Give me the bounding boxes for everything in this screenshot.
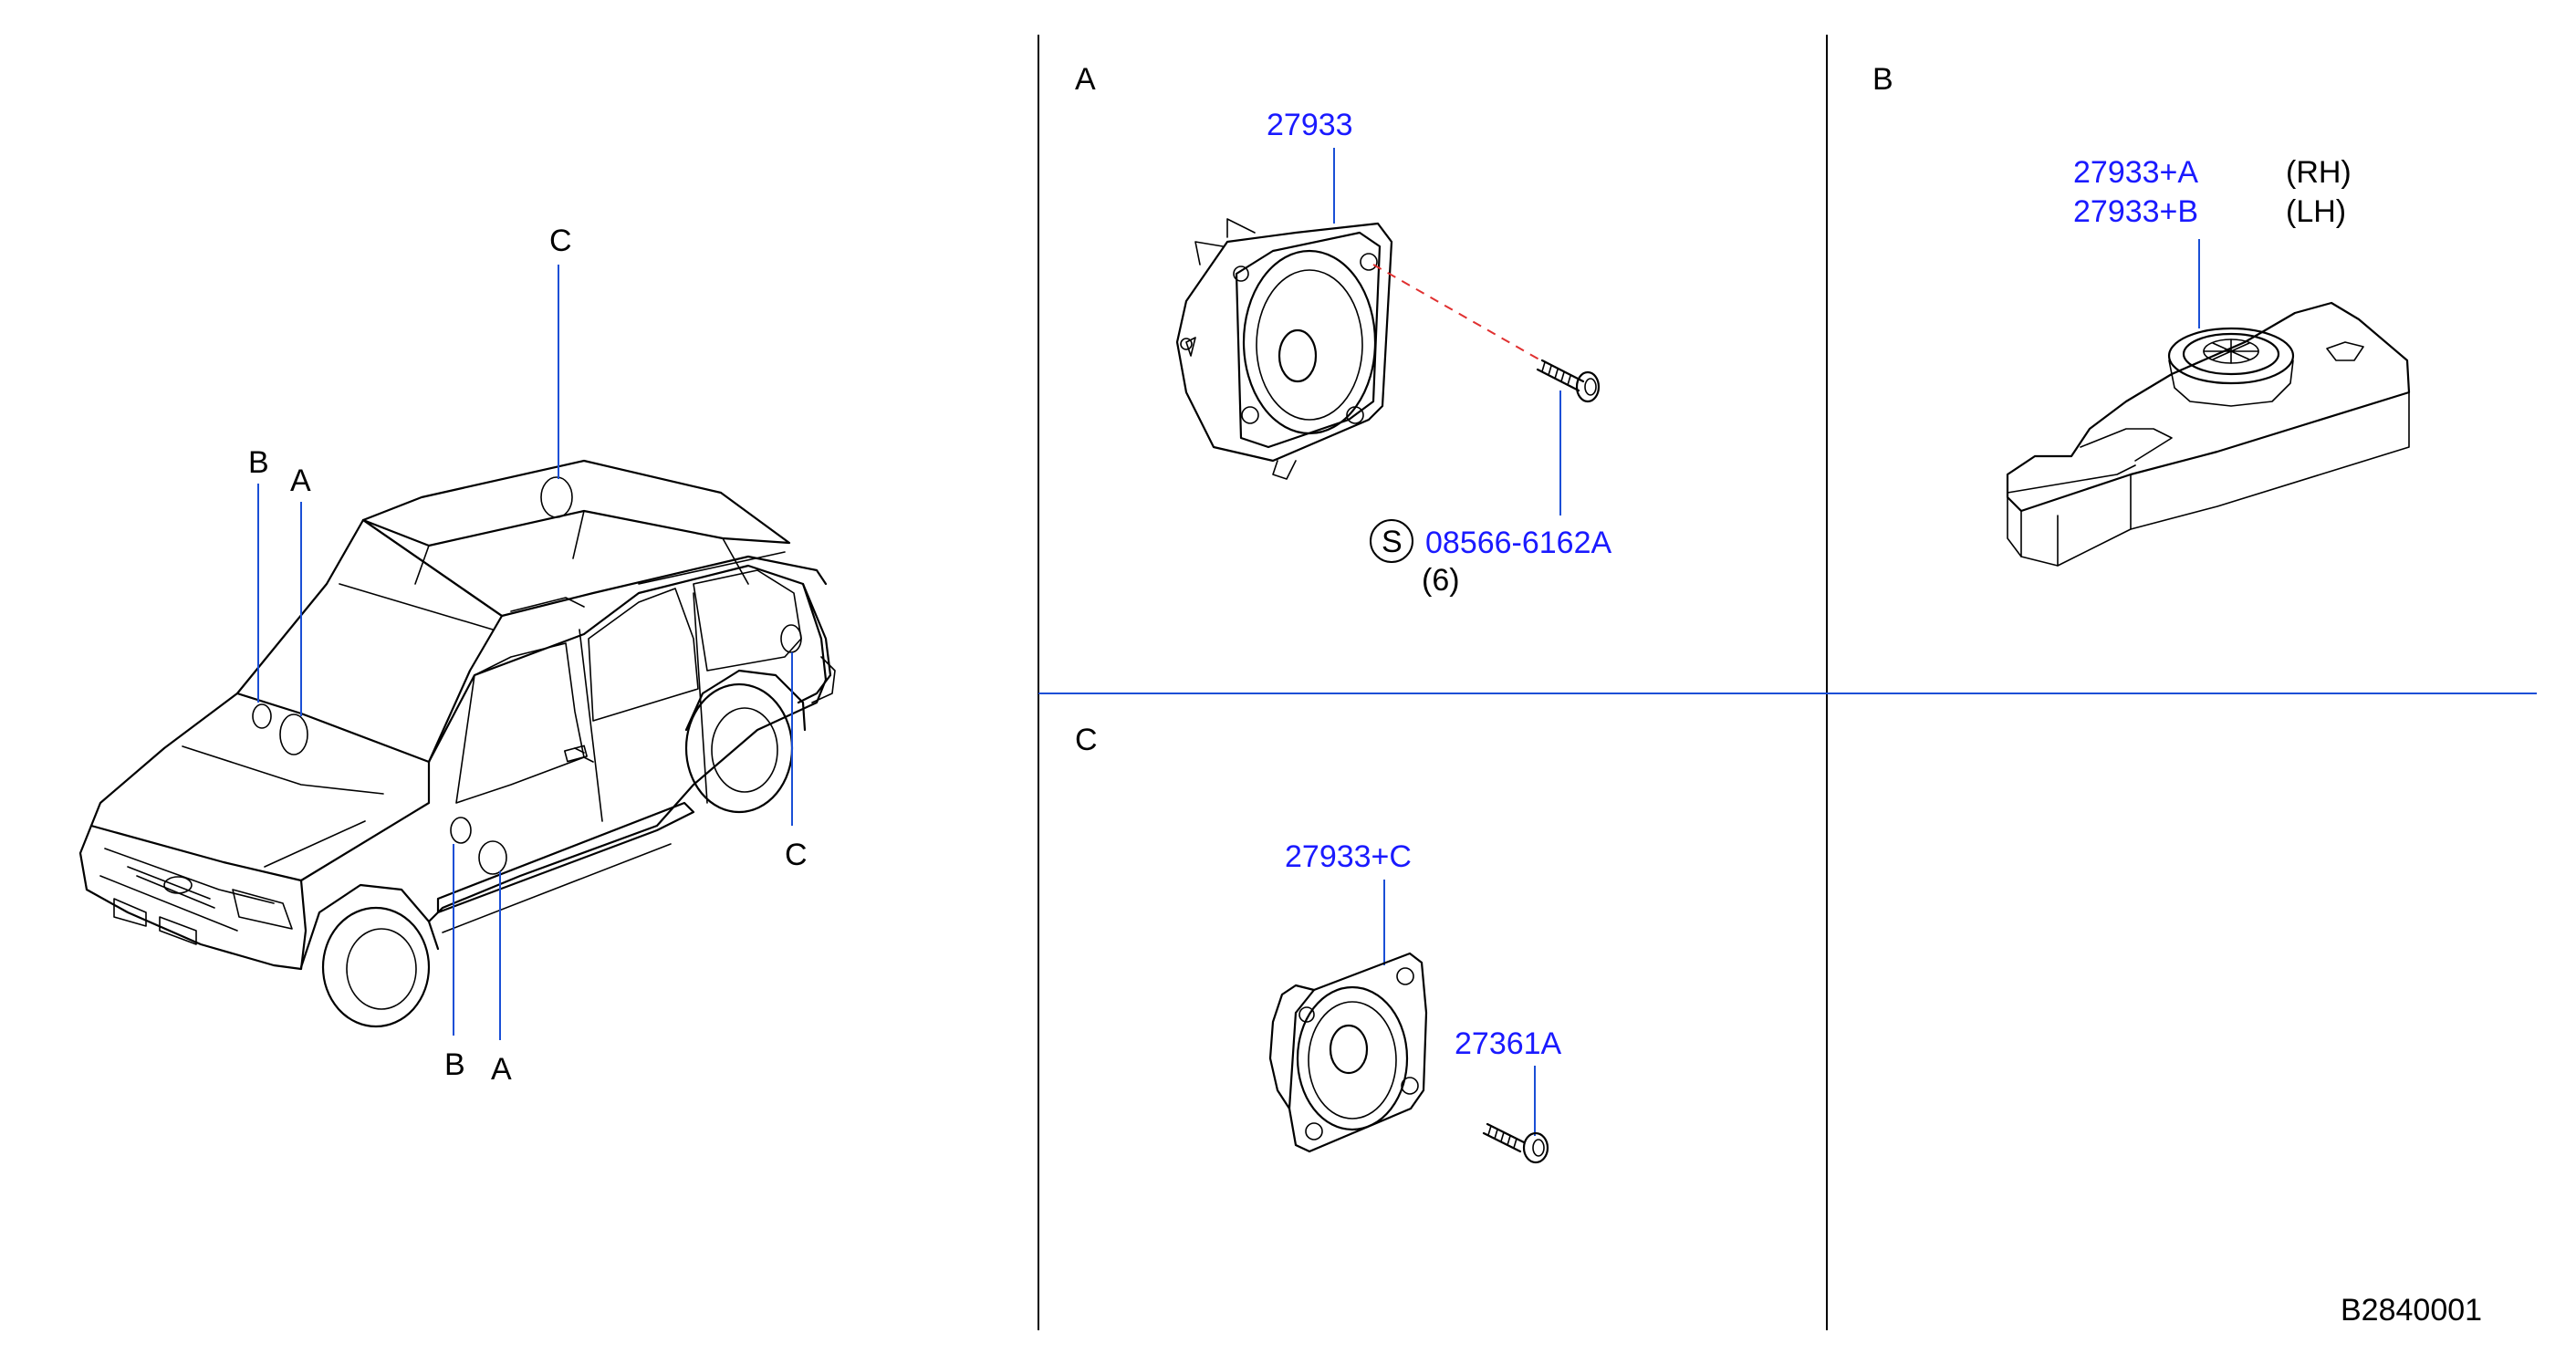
callout-b-door: B [444, 1047, 465, 1082]
part-number-27361a: 27361A [1455, 1026, 1562, 1061]
screw-symbol-s: S [1382, 525, 1403, 559]
part-number-27933-c: 27933+C [1285, 839, 1412, 874]
speaker-mark-front-pillar-a [279, 713, 308, 755]
speaker-mark-roof [540, 476, 573, 518]
callout-a-front: A [290, 463, 311, 498]
side-lh: (LH) [2286, 194, 2346, 229]
speaker-mark-door-b [450, 817, 472, 844]
side-rh: (RH) [2286, 155, 2352, 190]
rear-speaker-illustration [1268, 952, 1428, 1153]
tweeter-illustration [2006, 301, 2411, 567]
panel-b-letter: B [1872, 62, 1893, 97]
screw-c-illustration [1482, 1122, 1549, 1164]
panel-a-letter: A [1075, 62, 1096, 97]
part-number-27933: 27933 [1267, 108, 1353, 142]
vehicle-illustration [78, 265, 836, 1040]
dashed-guide-line [1372, 264, 1545, 363]
speaker-mark-door-a [478, 840, 507, 875]
callout-b-front: B [248, 445, 269, 480]
panel-dividers [1038, 35, 2537, 1330]
panel-a: A 27933 S 08566-6162A (6) [1075, 62, 1612, 598]
part-number-27933-a: 27933+A [2073, 155, 2198, 190]
panel-c-letter: C [1075, 723, 1098, 757]
screw-a-illustration [1536, 359, 1601, 403]
diagram-code: B2840001 [2341, 1293, 2482, 1328]
callout-c-rear: C [785, 838, 808, 872]
panel-c: C 27933+C 27361A [1075, 723, 1562, 1164]
screw-quantity: (6) [1422, 563, 1460, 598]
vehicle-callouts: C B A C B A [248, 224, 808, 1087]
speaker-mark-front-pillar-b [252, 703, 272, 729]
door-speaker-illustration [1175, 218, 1393, 480]
part-number-08566-6162a: 08566-6162A [1425, 526, 1612, 560]
callout-a-door: A [491, 1052, 512, 1087]
panel-b: B 27933+A (RH) 27933+B (LH) [1872, 62, 2411, 567]
part-number-27933-b: 27933+B [2073, 194, 2198, 229]
speaker-mark-rear [780, 624, 802, 653]
callout-c-roof: C [549, 224, 572, 258]
screw-symbol-circle [1370, 519, 1413, 563]
